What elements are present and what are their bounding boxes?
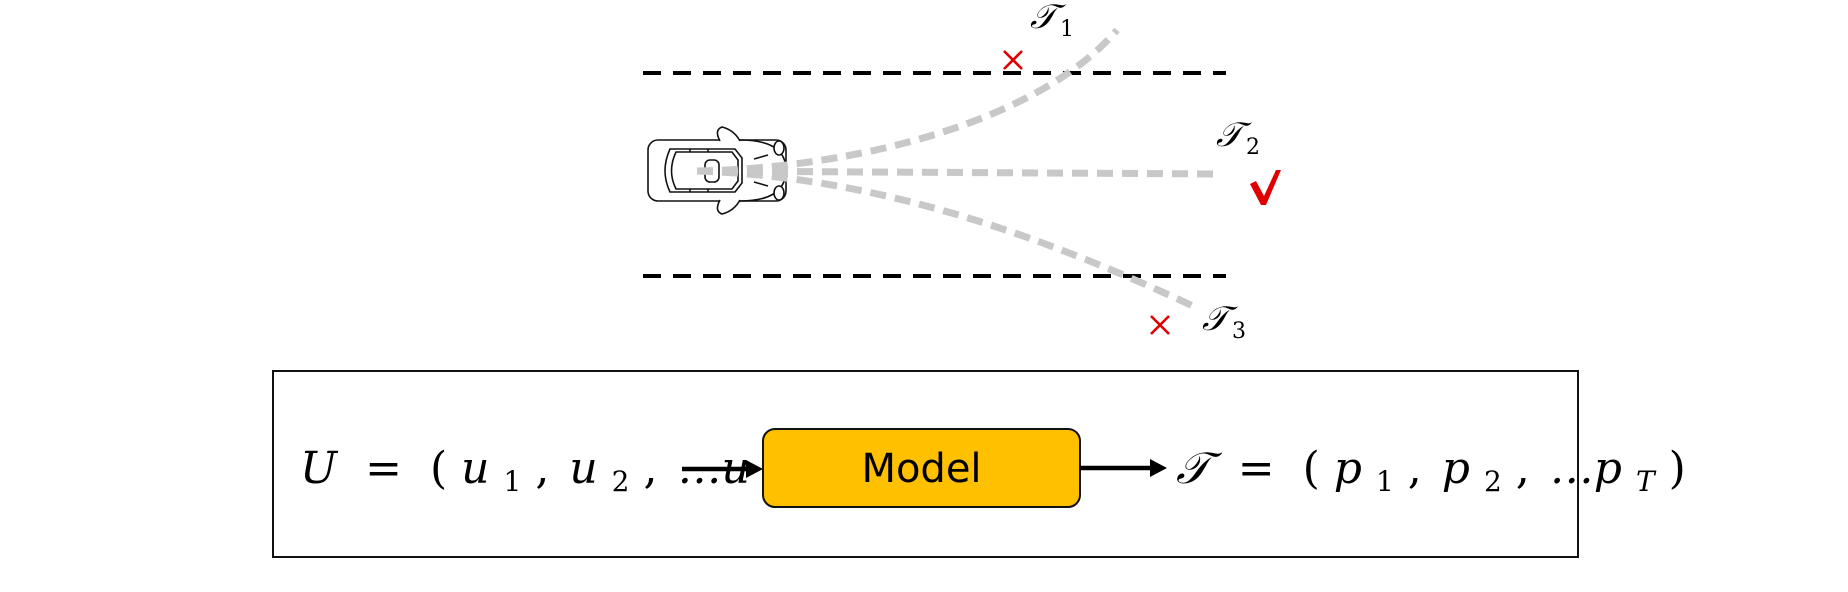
output-term-2: p bbox=[1442, 443, 1470, 494]
car-icon bbox=[647, 126, 787, 215]
model-block: Model bbox=[762, 428, 1081, 508]
input-eq: = bbox=[365, 443, 402, 494]
trajectory-t2 bbox=[696, 167, 1222, 178]
input-formula: U = ( u 1 , u 2 , …u T ) bbox=[300, 443, 814, 502]
label-t2: 𝒯 2 bbox=[1216, 115, 1260, 160]
input-sep-2: , bbox=[643, 443, 657, 494]
input-term-1-sub: 1 bbox=[503, 465, 521, 498]
label-t1: 𝒯 1 bbox=[1030, 0, 1074, 42]
input-term-1: u bbox=[461, 443, 489, 494]
model-label: Model bbox=[861, 446, 981, 492]
output-lhs: 𝒯 bbox=[1176, 443, 1223, 494]
label-t2-subscript: 2 bbox=[1246, 135, 1260, 160]
svg-text:𝒯 = ( p: 𝒯 = ( p 1 , p 2 , …p T ) bbox=[1176, 443, 1686, 502]
invalid-mark-t3 bbox=[1150, 315, 1170, 335]
valid-check-mark-t2 bbox=[1250, 170, 1281, 205]
input-lhs: U bbox=[300, 443, 339, 494]
label-t1-subscript: 1 bbox=[1060, 17, 1074, 42]
label-t3: 𝒯 3 bbox=[1202, 299, 1246, 344]
output-term-3: …p bbox=[1550, 443, 1622, 494]
output-close-paren: ) bbox=[1669, 443, 1686, 494]
output-term-3-sub: T bbox=[1636, 465, 1657, 498]
output-sep-1: , bbox=[1408, 443, 1422, 494]
trajectory-t1 bbox=[696, 27, 1120, 175]
svg-text:U = ( u: U = ( u 1 , u 2 , …u T ) bbox=[300, 443, 814, 502]
output-formula: 𝒯 = ( p 1 , p 2 , …p T ) bbox=[1176, 443, 1686, 502]
output-open-paren: ( bbox=[1303, 443, 1320, 494]
output-sep-2: , bbox=[1516, 443, 1530, 494]
label-t3-subscript: 3 bbox=[1232, 319, 1246, 344]
input-term-2: u bbox=[569, 443, 597, 494]
input-term-2-sub: 2 bbox=[612, 465, 630, 498]
output-eq: = bbox=[1238, 443, 1275, 494]
arrow-model-to-output bbox=[1080, 459, 1167, 477]
input-sep-1: , bbox=[535, 443, 549, 494]
output-term-1: p bbox=[1334, 443, 1362, 494]
arrow-input-to-model bbox=[682, 460, 763, 478]
input-open-paren: ( bbox=[430, 443, 447, 494]
output-term-1-sub: 1 bbox=[1376, 465, 1394, 498]
invalid-mark-t1 bbox=[1003, 50, 1023, 70]
output-term-2-sub: 2 bbox=[1484, 465, 1502, 498]
